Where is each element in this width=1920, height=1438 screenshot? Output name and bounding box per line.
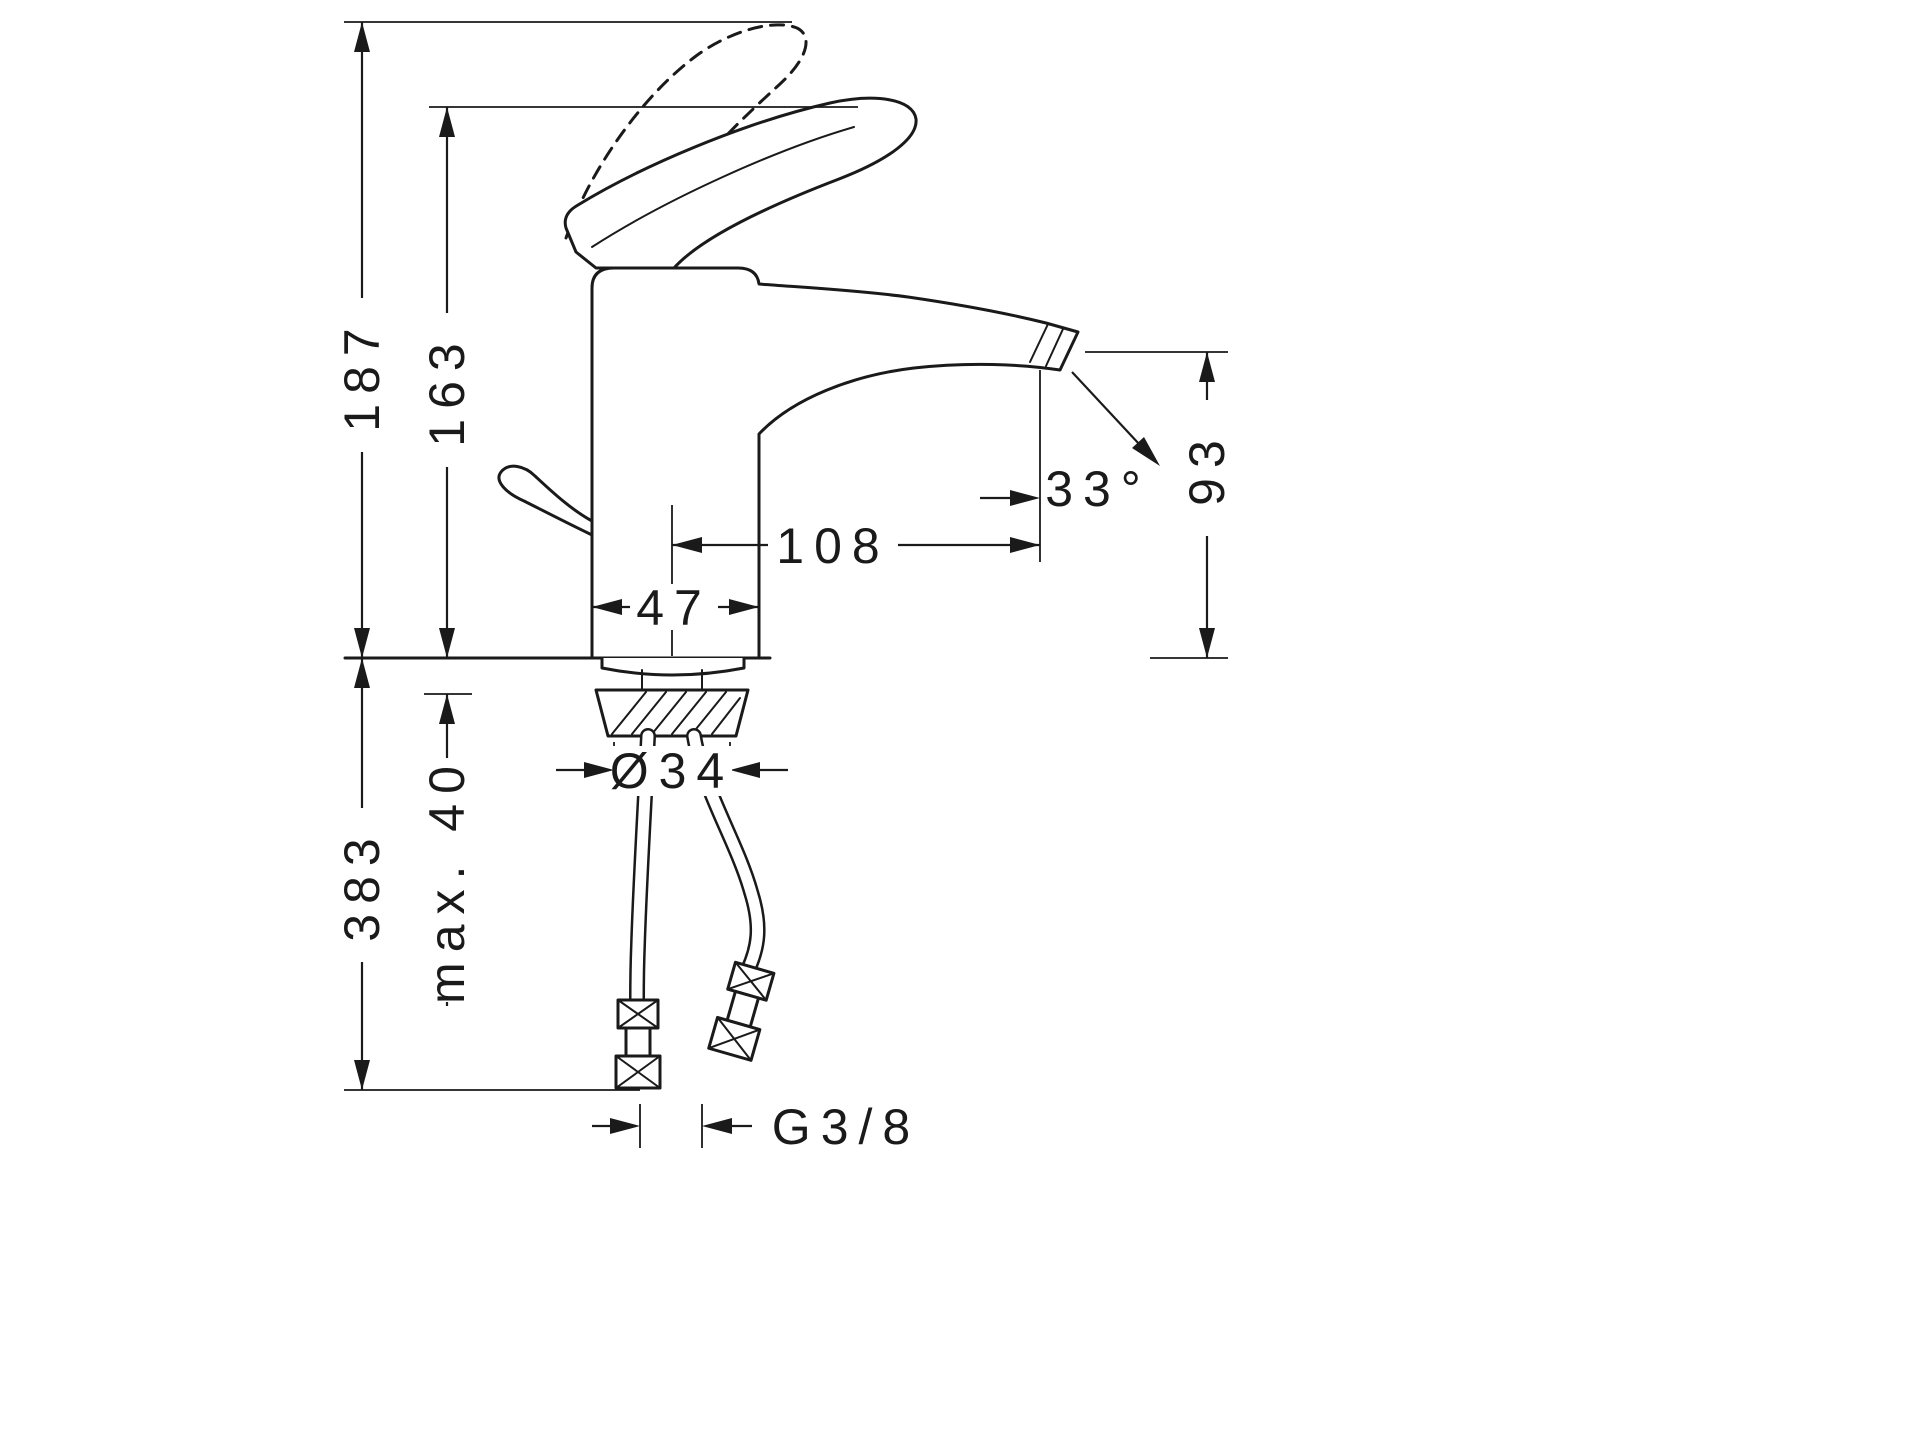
dim-max-mounting-thickness: max. 40 <box>419 693 475 1006</box>
dim-label-max40: max. 40 <box>419 756 475 1004</box>
label-bg <box>768 520 898 570</box>
handle-ridge-line <box>591 126 855 248</box>
dim-label-187: 187 <box>334 318 390 431</box>
label-bg <box>335 808 389 962</box>
dim-base-width: 47 <box>592 580 759 636</box>
dim-label-163: 163 <box>419 333 475 446</box>
handle-raised-outline <box>564 23 808 240</box>
dim-connection-length: 383 <box>334 658 640 1091</box>
dim-label-dia34: Ø34 <box>610 743 735 799</box>
spray-arrow <box>1132 437 1160 466</box>
hose-left-nut-cross <box>617 999 659 1029</box>
label-bg <box>420 758 474 1002</box>
spray-direction-line <box>1071 371 1141 446</box>
hose-left-neck <box>624 1026 652 1058</box>
label-bg <box>420 313 474 467</box>
dim-label-g38: G3/8 <box>772 1099 920 1155</box>
dim-label-383: 383 <box>334 828 390 941</box>
label-bg <box>1180 400 1234 536</box>
dim-spray-angle: 33° <box>980 371 1160 517</box>
hose-right-connector-cross <box>707 1016 761 1062</box>
mounting-nut <box>594 688 750 738</box>
faucet-handle <box>563 96 918 270</box>
label-bg <box>630 584 718 630</box>
base-flange <box>600 658 746 677</box>
supply-hose-left <box>614 728 662 1090</box>
dim-hole-diameter: Ø34 <box>556 742 788 799</box>
pop-up-rod <box>497 464 594 537</box>
faucet-drawing <box>343 23 1080 1090</box>
aerator-icon <box>1029 323 1064 367</box>
dim-spout-outlet-height: 93 <box>1085 351 1235 659</box>
extension-lines <box>639 1104 703 1148</box>
dim-label-33deg: 33° <box>1045 461 1151 517</box>
mounting-nut-hatch <box>611 691 741 735</box>
dim-total-height: 187 <box>334 21 792 658</box>
extension-lines <box>1085 351 1228 659</box>
dim-body-height: 163 <box>419 106 858 658</box>
threaded-shank <box>641 669 703 691</box>
hose-left-connector-cross <box>615 1055 661 1089</box>
label-bg <box>1048 465 1148 513</box>
dim-label-93: 93 <box>1179 430 1235 506</box>
faucet-body <box>590 266 1080 660</box>
dim-connection-thread: G3/8 <box>592 1099 920 1155</box>
angle-arrow <box>1010 490 1040 506</box>
dim-label-47: 47 <box>636 580 712 636</box>
label-bg <box>612 746 732 796</box>
hose-right-end <box>707 960 776 1062</box>
arrowheads <box>610 1118 732 1134</box>
dim-label-108: 108 <box>776 518 889 574</box>
dim-spout-reach: 108 <box>671 370 1041 656</box>
label-bg <box>335 298 389 452</box>
hose-right-nut-cross <box>726 961 775 1002</box>
